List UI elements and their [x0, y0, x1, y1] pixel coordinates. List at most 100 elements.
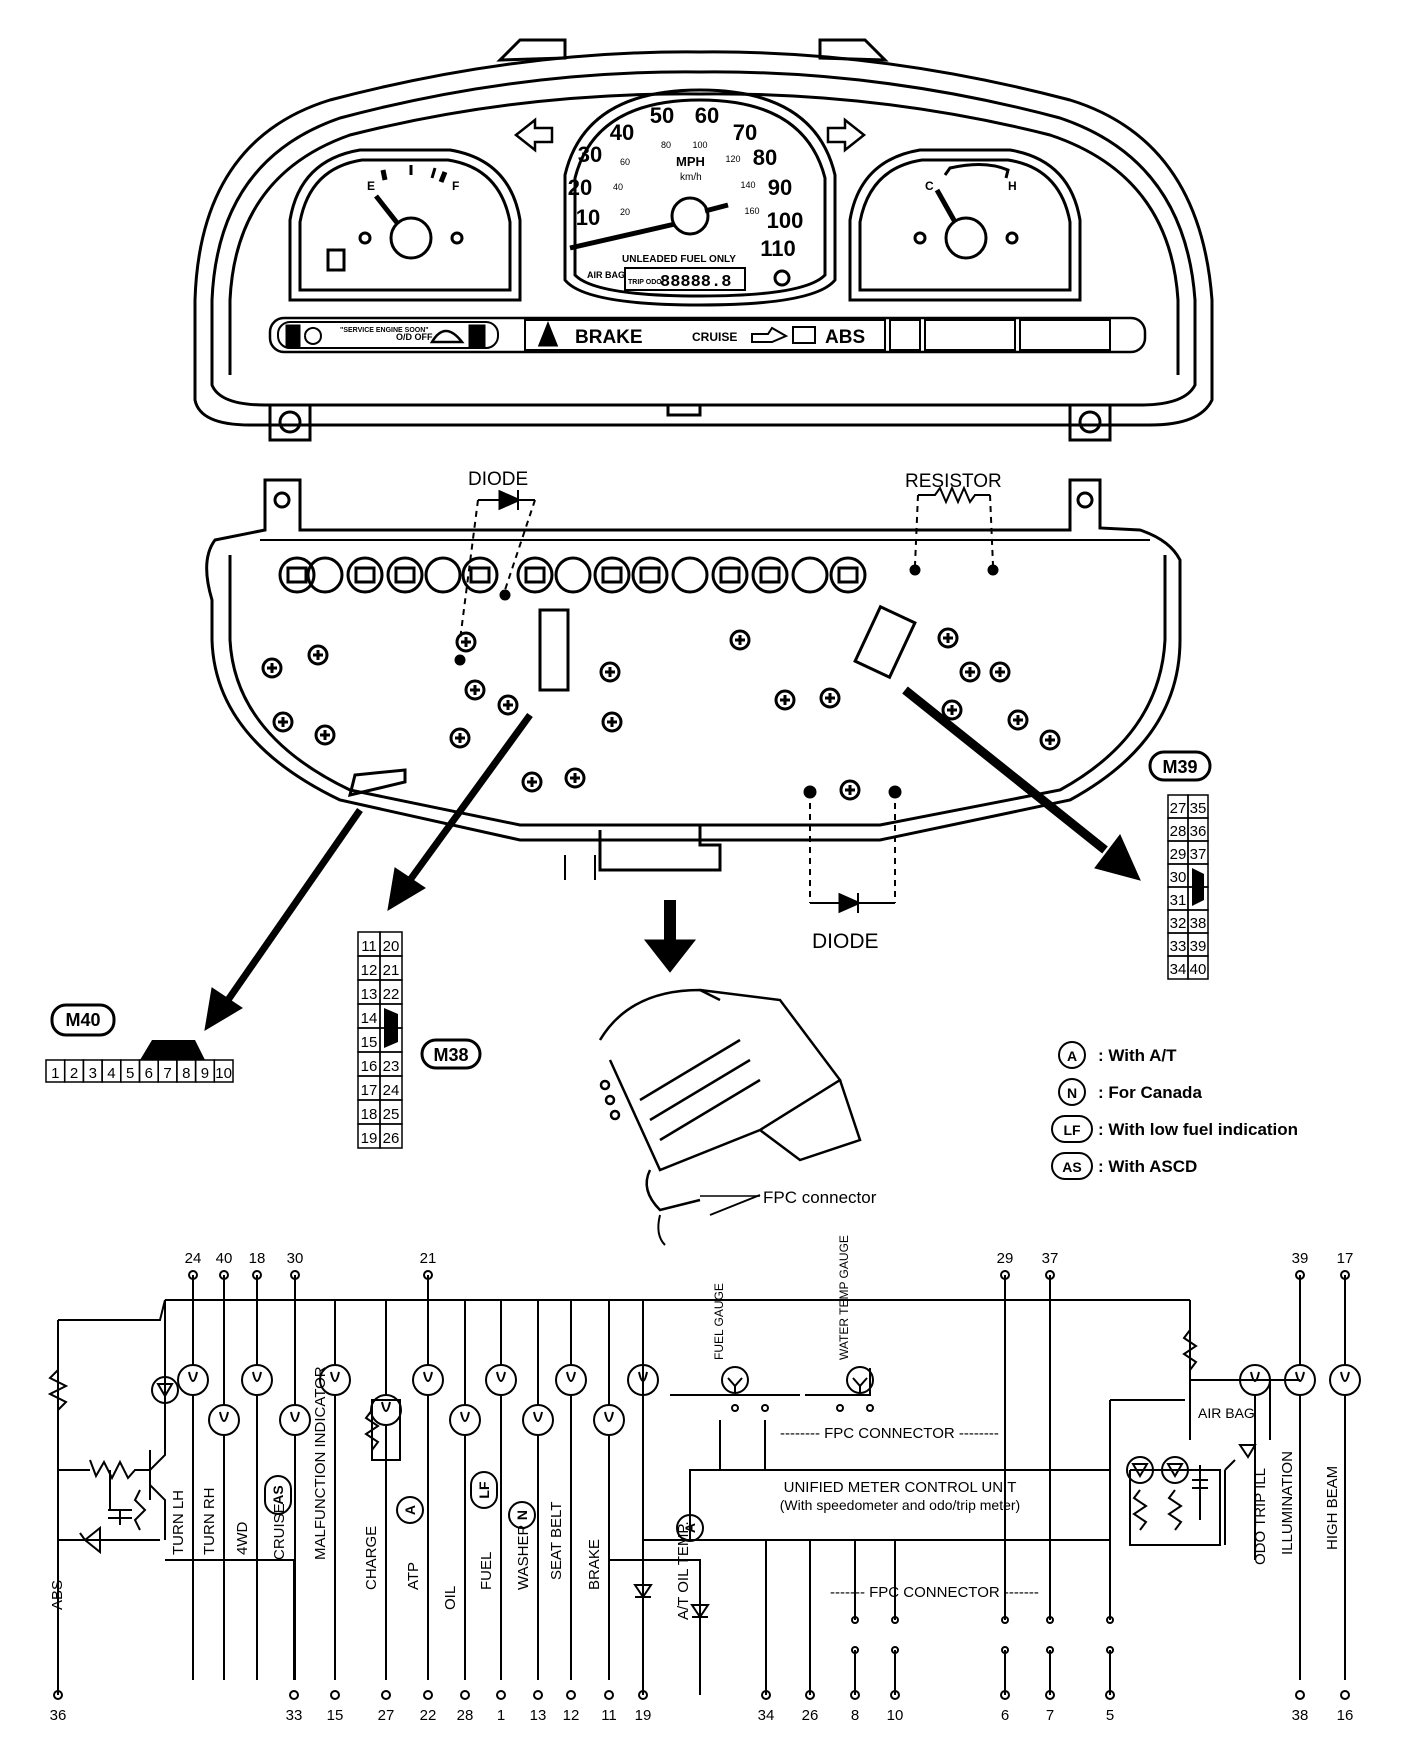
speed-mph-30: 30	[578, 142, 602, 167]
m40-pin-5: 5	[126, 1065, 134, 1082]
schematic-badge	[470, 1471, 498, 1509]
bottom-pin-38: 38	[1292, 1707, 1309, 1724]
temp-gauge-face	[848, 148, 1082, 302]
fpc-bottom-leads	[854, 1650, 1111, 1695]
bulb-socket-slot	[469, 566, 491, 584]
bottom-pin-terminal	[330, 1690, 340, 1700]
m38-pin-24: 24	[383, 1082, 400, 1099]
bulb-socket	[346, 556, 384, 594]
function-label-2: TURN RH	[201, 1488, 218, 1556]
function-label-11: SEAT BELT	[548, 1502, 565, 1580]
schematic-badge	[676, 1514, 704, 1542]
pcb-screw	[464, 679, 486, 701]
pcb-screw-cross	[320, 730, 330, 740]
bottom-pin-22: 22	[420, 1707, 437, 1724]
lamp-symbol	[522, 1404, 554, 1436]
pcb-screw	[1007, 709, 1029, 731]
pcb-screw-cross	[461, 637, 471, 647]
m39-cell	[1187, 955, 1209, 980]
pcb-screw-cross	[965, 667, 975, 677]
pcb-screw	[839, 779, 861, 801]
fuel-e-label: E	[367, 179, 375, 193]
bottom-pin-36: 36	[50, 1707, 67, 1724]
fuel-screw-left	[358, 231, 372, 245]
bulb-socket	[829, 556, 867, 594]
m39-pin-35: 35	[1190, 800, 1207, 817]
arrow-to-m38-head	[387, 867, 426, 911]
temp-gauge-needle	[934, 188, 958, 224]
pcb-screw	[449, 727, 471, 749]
airbag-led-2	[1161, 1456, 1189, 1484]
rear-outline	[205, 478, 1182, 842]
m39-pin-40: 40	[1190, 961, 1207, 978]
pcb-screw	[521, 771, 543, 793]
airbag-capacitor	[1192, 1465, 1208, 1520]
pcb-screw	[272, 711, 294, 733]
callout-arrows	[204, 686, 1141, 1031]
schematic-badge-N: N	[514, 1510, 530, 1520]
bottom-pin-terminal	[1295, 1690, 1305, 1700]
m38-cell	[379, 1123, 403, 1149]
m39-name-label: M39	[1162, 757, 1197, 777]
fpc-sketch-side	[759, 1079, 862, 1162]
battery-icon	[792, 326, 816, 344]
arrow-to-m40	[225, 808, 363, 1002]
abs-led	[151, 1376, 179, 1404]
pcb-screw	[307, 644, 329, 666]
bulb-socket-slot	[524, 566, 546, 584]
transistor-resistor	[89, 1459, 150, 1481]
bottom-pin-12: 12	[563, 1707, 580, 1724]
function-label-8: OIL	[442, 1586, 459, 1610]
speed-mph-10: 10	[576, 205, 600, 230]
top-pin-21: 21	[420, 1250, 437, 1267]
bottom-pin-terminal	[381, 1690, 391, 1700]
schematic-badge-A: A	[402, 1505, 418, 1515]
temp-screw-left	[913, 231, 927, 245]
resistor-label: RESISTOR	[905, 471, 1002, 492]
m40-cell	[213, 1059, 234, 1083]
diode-top-symbol-icon	[498, 489, 522, 511]
function-label-9: FUEL	[478, 1552, 495, 1590]
pcb-screw-cross	[267, 663, 277, 673]
legend-text-AS: : With ASCD	[1098, 1157, 1197, 1176]
pcb-screw-cross	[995, 667, 1005, 677]
bottom-pin-26: 26	[802, 1707, 819, 1724]
gauge-terminal	[761, 1404, 769, 1412]
pcb-screw-cross	[947, 705, 957, 715]
pcb-screw-cross	[570, 773, 580, 783]
speed-kmh-60: 60	[620, 157, 630, 167]
lamp-symbol	[208, 1404, 240, 1436]
resistor-symbol-icon	[918, 485, 990, 505]
bulb-socket-slot	[837, 566, 859, 584]
service-engine-soon-label: "SERVICE ENGINE SOON"	[340, 327, 429, 334]
bulb-socket	[671, 556, 709, 594]
function-label-0: ABS	[49, 1580, 66, 1610]
cluster-lug-right	[1068, 405, 1112, 442]
abs-capacitor	[108, 1470, 132, 1525]
m40-name-label: M40	[65, 1010, 100, 1030]
speed-kmh-140: 140	[740, 180, 755, 190]
top-pin-40: 40	[216, 1250, 233, 1267]
fuel-gauge-hub	[389, 216, 433, 260]
legend-text-N: : For Canada	[1098, 1083, 1202, 1102]
function-label-10: WASHER	[515, 1525, 532, 1590]
abs-branch	[58, 1299, 166, 1321]
charge-resistor	[364, 1409, 380, 1451]
m40-socket	[347, 768, 407, 798]
m38-pin-23: 23	[383, 1058, 400, 1075]
bottom-pin-terminal	[289, 1690, 299, 1700]
lamp-filament	[188, 1371, 198, 1382]
cluster-bottom-notch	[666, 405, 702, 417]
unit-subtitle-label: (With speedometer and odo/trip meter)	[780, 1497, 1020, 1513]
m40-pin-1: 1	[51, 1065, 59, 1082]
lamp-filament	[1340, 1371, 1350, 1382]
bottom-pin-27: 27	[378, 1707, 395, 1724]
lamp-symbol	[449, 1404, 481, 1436]
m38-badge	[420, 1038, 482, 1070]
airbag-zener	[1224, 1459, 1236, 1545]
oil-can-icon	[751, 326, 789, 343]
brake-diode	[633, 1584, 653, 1599]
temp-h-label: H	[1008, 179, 1017, 193]
